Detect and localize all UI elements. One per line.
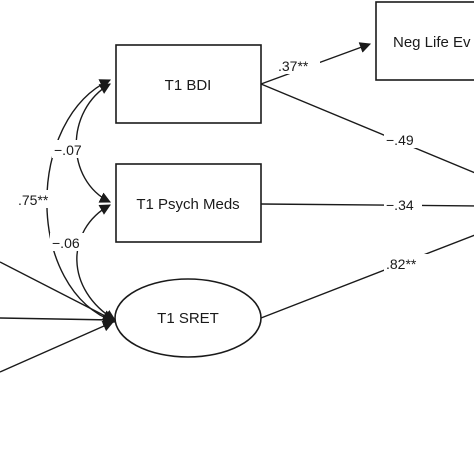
node-t1-sret: T1 SRET	[114, 278, 262, 358]
covariance-meds-sret	[76, 204, 116, 321]
node-t1-sret-label: T1 SRET	[157, 310, 219, 327]
coef-meds-out: −.34	[386, 197, 414, 213]
path-bdi-outgoing	[260, 83, 474, 174]
coef-cov-bdi-sret: .75**	[18, 192, 49, 208]
path-meds-outgoing	[260, 203, 474, 207]
node-t1-psych-meds: T1 Psych Meds	[115, 163, 262, 243]
path-incoming-middle	[0, 314, 115, 326]
path-incoming-upper	[0, 261, 114, 321]
coef-cov-meds-sret: −.06	[52, 235, 80, 251]
path-incoming-lower	[0, 320, 115, 373]
coef-sret-out: .82**	[386, 256, 417, 272]
coef-bdi-out: −.49	[386, 132, 414, 148]
node-t1-bdi: T1 BDI	[115, 44, 262, 124]
node-neg-life-events: Neg Life Ev	[375, 1, 474, 81]
node-t1-bdi-label: T1 BDI	[165, 77, 212, 94]
node-t1-psych-meds-label: T1 Psych Meds	[136, 196, 239, 213]
path-sret-outgoing	[260, 234, 474, 319]
node-neg-life-events-label: Neg Life Ev	[393, 34, 471, 51]
coef-bdi-to-neg-life: .37**	[278, 58, 309, 74]
coef-cov-bdi-meds: −.07	[54, 142, 82, 158]
